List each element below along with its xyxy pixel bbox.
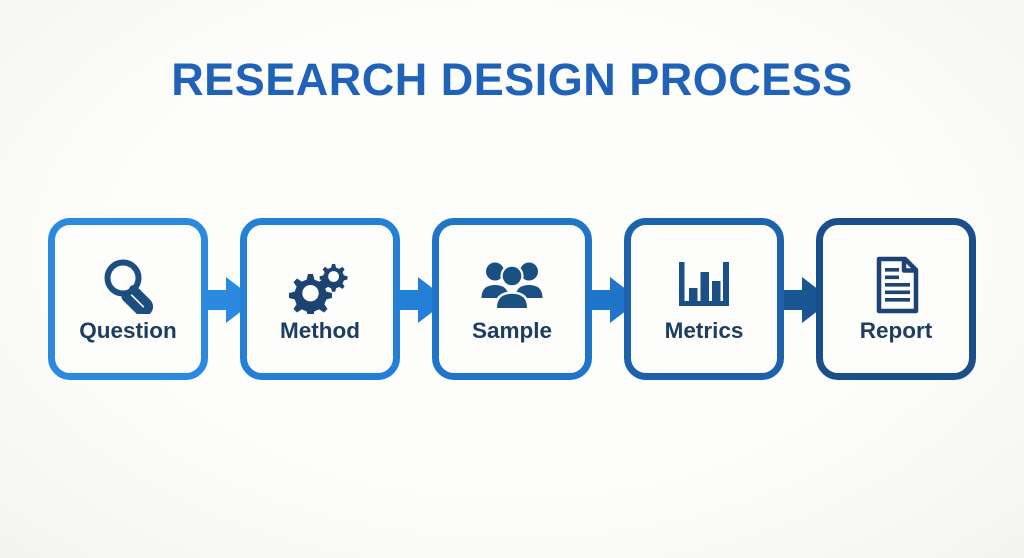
bar-chart-icon xyxy=(679,261,729,306)
step-label-question: Question xyxy=(79,317,177,343)
page-title: RESEARCH DESIGN PROCESS xyxy=(171,54,853,105)
gears-icon xyxy=(289,263,348,314)
step-label-report: Report xyxy=(859,317,933,343)
process-step-metrics[interactable]: Metrics xyxy=(624,218,784,380)
step-label-sample: Sample xyxy=(471,317,553,343)
step-content-method: Method xyxy=(247,225,393,373)
process-flow-diagram: Question Method xyxy=(48,218,976,380)
step-label-metrics: Metrics xyxy=(664,317,744,343)
process-step-report[interactable]: Report xyxy=(816,218,976,380)
step-content-metrics: Metrics xyxy=(631,225,777,373)
process-step-question[interactable]: Question xyxy=(48,218,208,380)
people-group-icon xyxy=(481,262,543,308)
step-content-question: Question xyxy=(55,225,201,373)
process-step-sample[interactable]: Sample xyxy=(432,218,592,380)
process-step-method[interactable]: Method xyxy=(240,218,400,380)
document-icon xyxy=(876,256,919,313)
magnifier-icon xyxy=(104,259,153,314)
step-label-method: Method xyxy=(280,317,360,343)
step-content-report: Report xyxy=(823,225,969,373)
step-content-sample: Sample xyxy=(439,225,585,373)
